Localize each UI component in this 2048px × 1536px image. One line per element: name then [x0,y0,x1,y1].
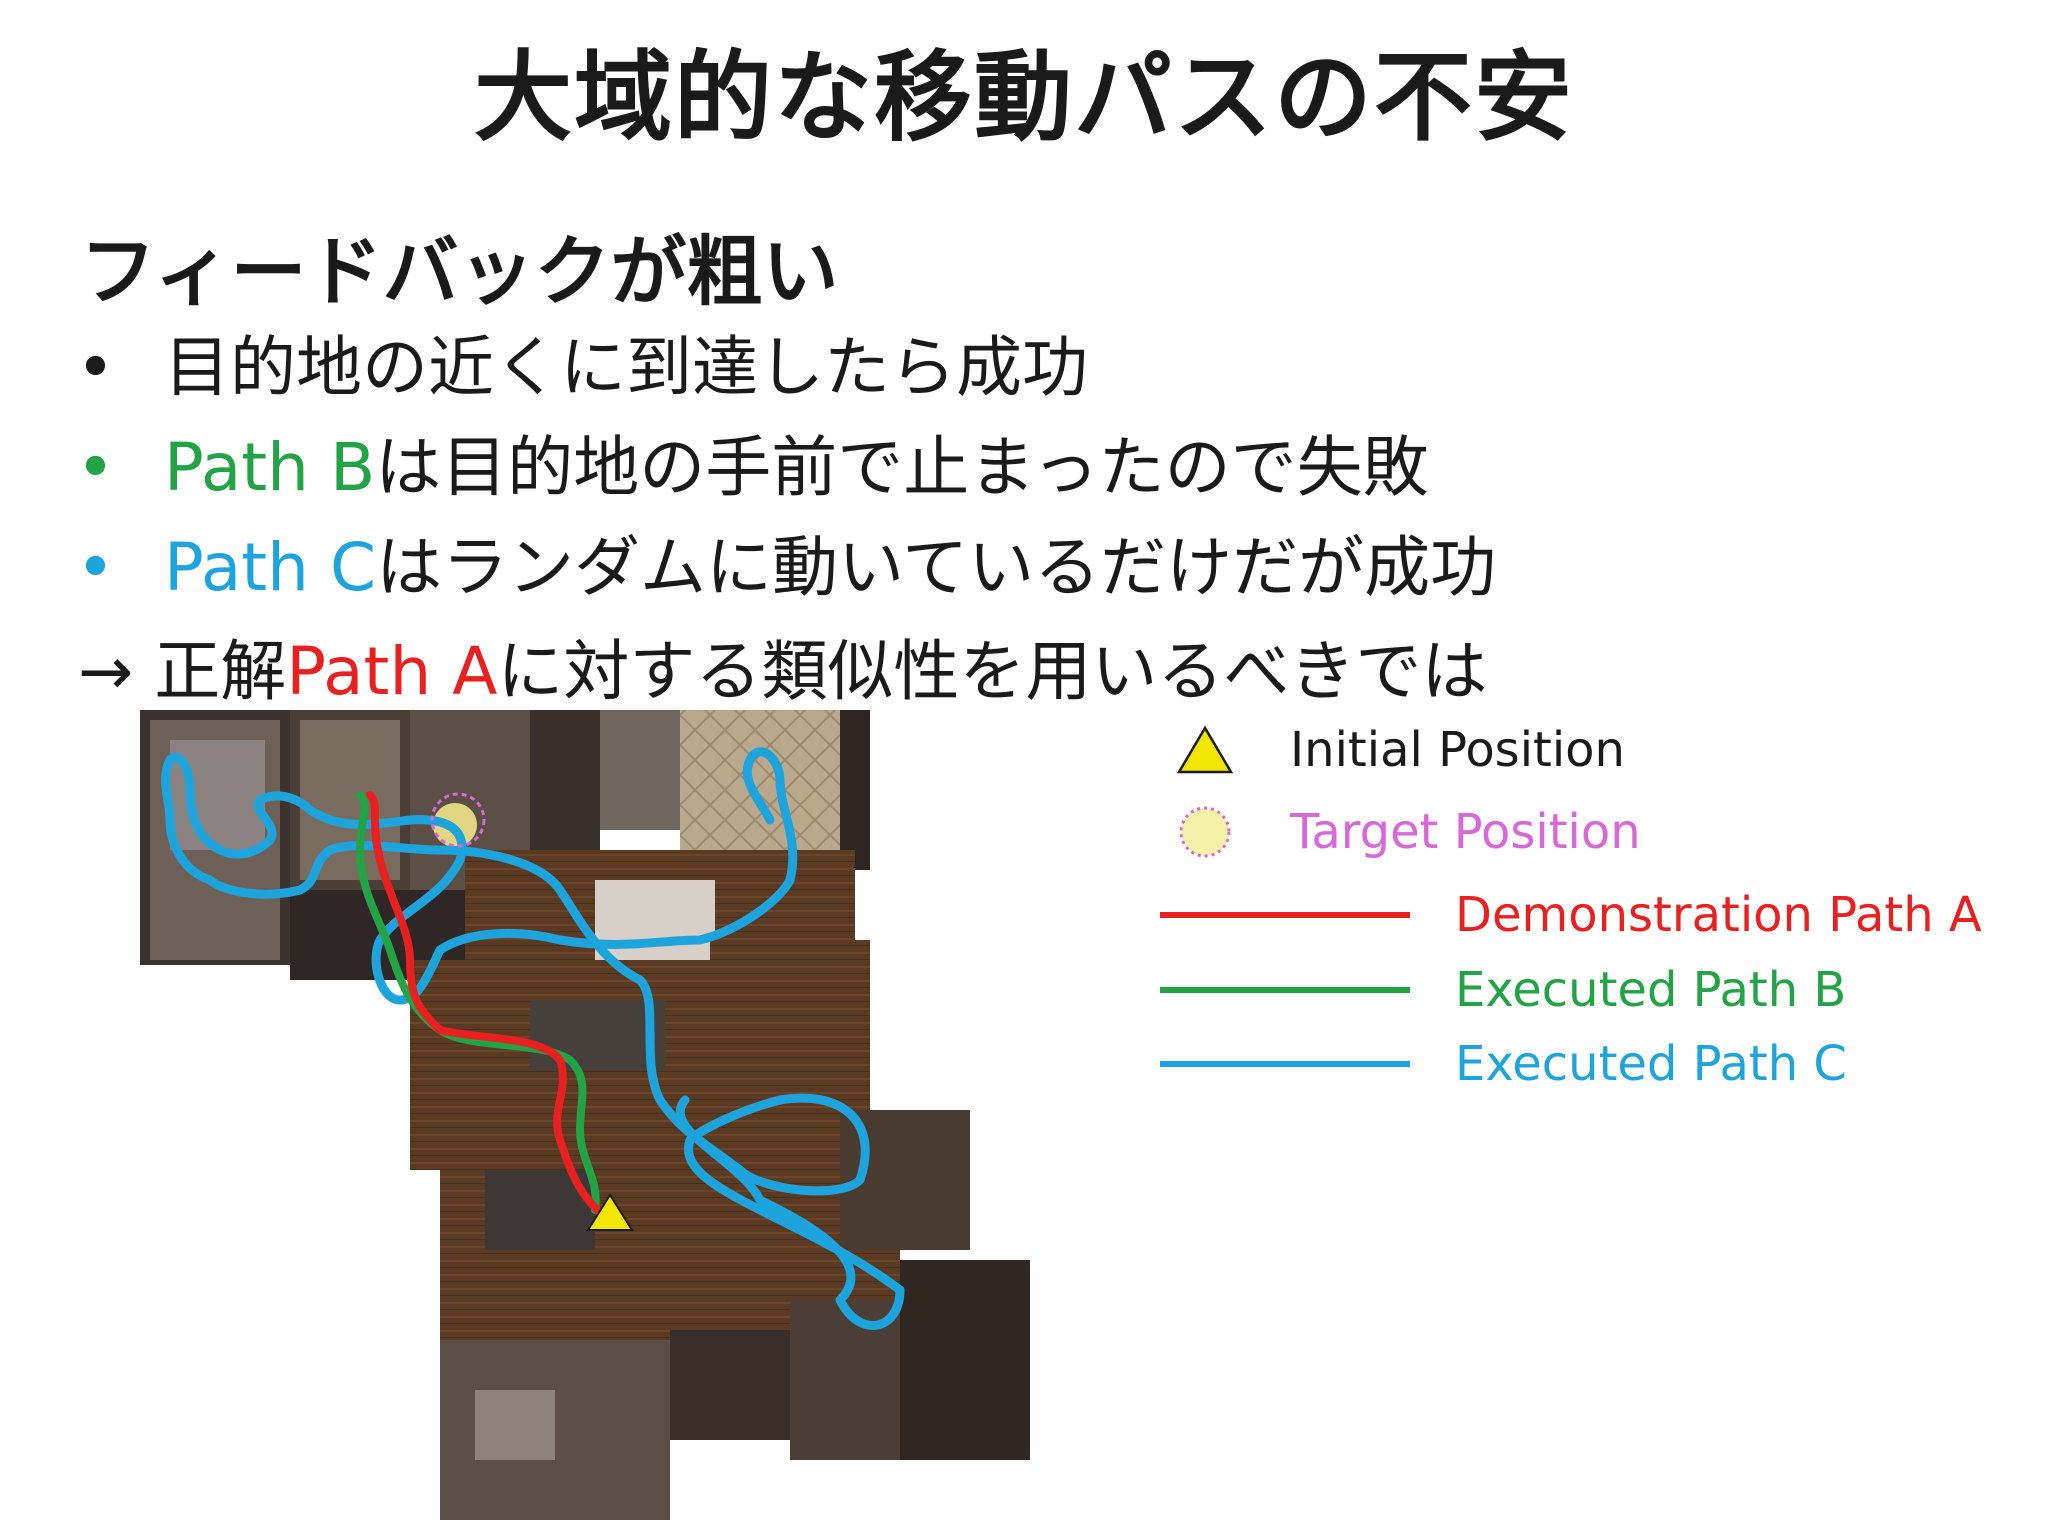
bullet-highlight: Path C [164,529,377,606]
legend-path-c: Executed Path C [1160,1034,1847,1094]
path-c-line [161,747,905,1330]
legend-path-b: Executed Path B [1160,960,1846,1020]
bullet-text: 目的地の近くに到達したら成功 [164,329,1088,406]
conclusion-prefix: → 正解 [78,633,287,710]
bullet-mark: • [76,329,115,406]
slide-title: 大域的な移動パスの不安 [473,41,1574,155]
legend-target-position: Target Position [1160,802,1641,862]
bullet-list: •目的地の近くに到達したら成功 •Path Bは目的地の手前で止まったので失敗 … [70,318,1496,618]
bullet-mark: • [76,529,115,606]
legend-label: Target Position [1290,804,1641,860]
floor-plan-image [140,710,1030,1520]
legend-path-a: Demonstration Path A [1160,885,1982,945]
legend-initial-position: Initial Position [1160,720,1625,780]
target-position-icon [430,792,486,848]
slide-subheading: フィードバックが粗い [80,227,839,316]
bullet-item: • Path Cはランダムに動いているだけだが成功 [70,518,1496,618]
bullet-text: はランダムに動いているだけだが成功 [376,529,1497,606]
triangle-icon [1160,720,1250,780]
bullet-highlight: Path B [164,429,376,506]
conclusion-suffix: に対する類似性を用いるべきでは [497,633,1488,710]
legend-label: Initial Position [1290,722,1625,778]
path-a-line [366,791,614,1224]
initial-position-icon [586,1193,634,1231]
dotted-circle-icon [1160,802,1250,862]
bullet-item: • 目的地の近くに到達したら成功 [70,318,1496,418]
bullet-item: • Path Bは目的地の手前で止まったので失敗 [70,418,1496,518]
legend-label: Demonstration Path A [1455,887,1982,943]
legend-label: Executed Path B [1455,962,1847,1018]
green-line-icon [1160,987,1410,993]
red-line-icon [1160,912,1410,918]
bullet-mark: • [76,429,115,506]
legend: Initial Position Target Position Demonst… [1160,720,2020,1120]
blue-line-icon [1160,1061,1410,1067]
legend-label: Executed Path C [1455,1036,1847,1092]
bullet-text: は目的地の手前で止まったので失敗 [375,429,1429,506]
conclusion-highlight: Path A [286,633,498,710]
conclusion-line: → 正解Path Aに対する類似性を用いるべきでは [78,618,1487,714]
